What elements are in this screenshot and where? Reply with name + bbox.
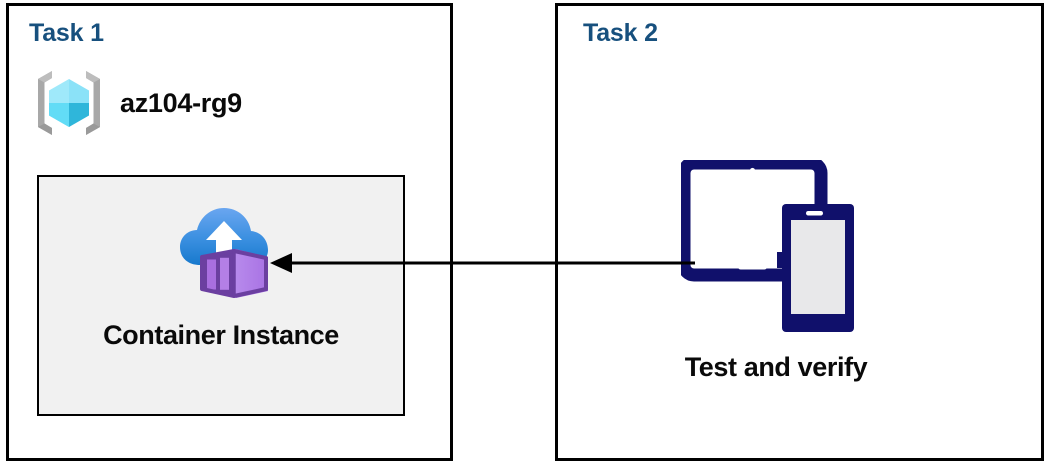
test-and-verify-label: Test and verify [684,352,868,382]
container-instance-label: Container Instance [103,320,339,350]
task-2-label: Task 2 [583,19,658,47]
task-1-label: Task 1 [29,19,104,47]
container-instance-icon [180,208,268,298]
resource-group-row: az104-rg9 [32,66,242,140]
resource-group-icon [38,71,100,135]
container-instance-box: Container Instance [37,175,405,416]
devices-tablet-phone-icon [681,160,854,332]
resource-group-name: az104-rg9 [120,87,242,118]
